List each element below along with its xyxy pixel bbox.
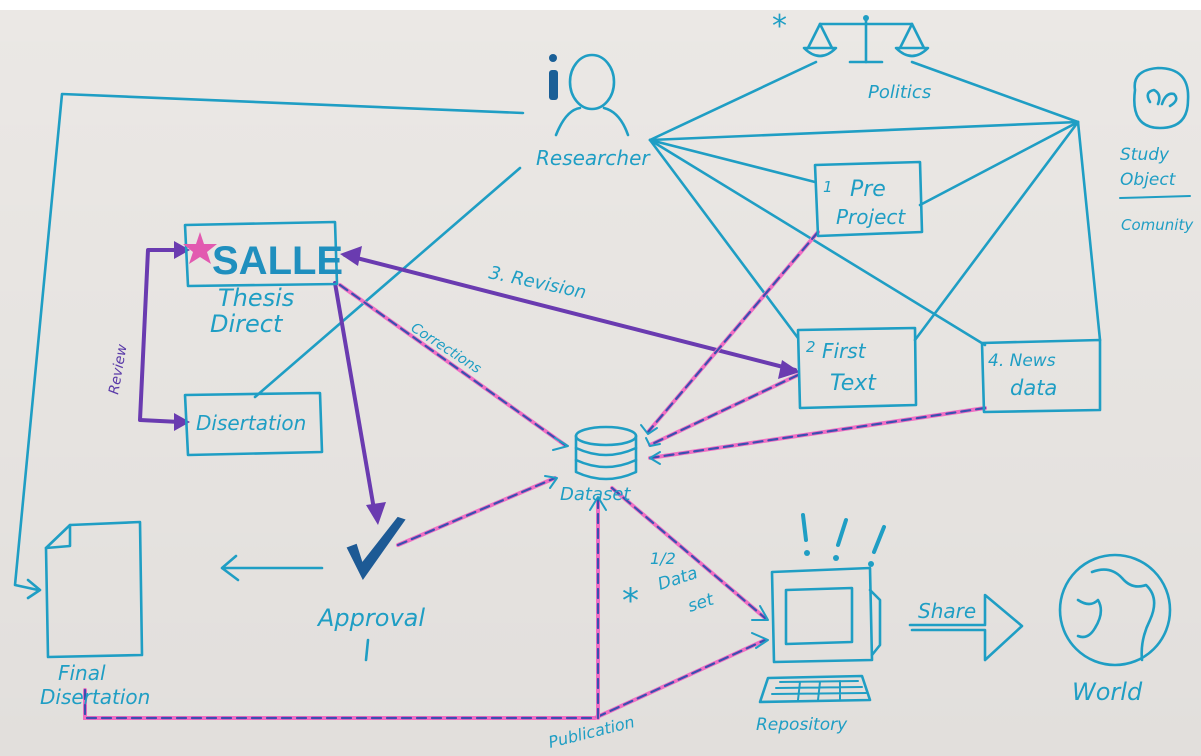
line-politics-right [910, 60, 1080, 124]
half-dataset-asterisk: * [622, 581, 639, 621]
approval-label: Approval [316, 604, 425, 632]
review-arrowhead-bottom [174, 413, 190, 431]
globe-icon [1058, 553, 1172, 667]
pre-project-box [813, 160, 924, 238]
dataset-repository-link [610, 486, 767, 620]
news-data-box [980, 338, 1102, 414]
dataset-icon [574, 425, 638, 481]
first-text-line1: First [822, 339, 867, 363]
thesis-line2: Direct [210, 310, 284, 338]
publication-dataset-arrowhead [589, 496, 607, 511]
first-text-box [796, 326, 918, 410]
review-bracket [138, 248, 187, 424]
revision-arrowhead-right [778, 360, 800, 379]
object-label: Object [1120, 170, 1177, 190]
brain-icon [1132, 66, 1190, 130]
line-researcher-preproject [648, 138, 817, 184]
salle-to-approval-arrowhead [366, 502, 386, 525]
preproject-arrowhead [640, 424, 658, 435]
newsdata-arrowhead [649, 451, 661, 465]
thesis-line1: Thesis [218, 284, 294, 312]
share-label: Share [918, 599, 976, 623]
dissertation-box [183, 391, 324, 457]
computer-icon [758, 566, 882, 704]
study-label: Study [1120, 145, 1170, 165]
preproject-dataset-link [646, 230, 820, 434]
world-label: World [1072, 678, 1143, 706]
salle-star-icon [183, 232, 217, 264]
scales-icon [802, 15, 930, 64]
salle-to-approval-line [333, 281, 377, 517]
review-arrowhead-top [174, 241, 190, 259]
dataset-label: Dataset [560, 484, 631, 505]
approval-to-final-arrow [220, 554, 324, 582]
half-dataset-line1: 1/2 [650, 549, 676, 568]
researcher-to-final-arrowhead [26, 578, 42, 600]
corrections-label: Corrections [408, 320, 484, 377]
revision-label: 3. Revision [487, 262, 588, 303]
document-icon [44, 520, 144, 659]
newsdata-dataset-link [648, 406, 987, 460]
line-researcher-firsttext [648, 138, 800, 340]
final-line2: Disertation [40, 685, 150, 709]
firsttext-arrowhead [645, 437, 661, 447]
pre-project-line1: Pre [850, 177, 886, 202]
salle-label: SALLE [212, 239, 343, 283]
researcher-label: Researcher [536, 146, 651, 170]
half-dataset-line3: set [685, 589, 717, 616]
news-data-line1: 4. News [988, 351, 1056, 371]
community-label: Comunity [1121, 216, 1194, 234]
salle-box [183, 220, 339, 288]
share-arrow [908, 593, 1024, 662]
check-icon [346, 516, 406, 580]
line-right-newsdata [1076, 120, 1102, 342]
line-researcher-right [648, 120, 1080, 142]
approval-mark [364, 638, 370, 662]
dissertation-label: Disertation [196, 411, 306, 435]
study-divider [1119, 195, 1191, 199]
repository-arrowhead-bottom [751, 632, 769, 649]
line-researcher-dissertation [253, 166, 522, 399]
revision-arrowhead-left [340, 246, 362, 266]
pre-project-number: 1 [823, 178, 833, 196]
info-icon [549, 54, 558, 100]
politics-label: Politics [868, 82, 931, 103]
repository-arrowhead-top [751, 605, 769, 621]
revision-arrow-line [343, 253, 797, 372]
final-line1: Final [58, 661, 106, 685]
publication-link [83, 638, 767, 720]
review-label: Review [106, 343, 131, 396]
line-preproject-right [918, 120, 1080, 207]
top-edge [0, 0, 1201, 10]
politics-asterisk: * [772, 9, 787, 44]
corrections-arrowhead [552, 437, 569, 451]
line-firsttext-right [913, 120, 1080, 342]
first-text-number: 2 [806, 338, 816, 356]
researcher-icon [554, 53, 630, 137]
researcher-to-final-line [13, 92, 525, 592]
pre-project-line2: Project [836, 205, 906, 229]
firsttext-dataset-link [648, 373, 800, 447]
exclamation-icon [801, 513, 886, 567]
line-researcher-politics [648, 60, 818, 142]
line-researcher-newsdata [648, 138, 987, 347]
repository-label: Repository [756, 715, 848, 735]
first-text-line2: Text [830, 371, 877, 396]
approval-dataset-link [396, 476, 557, 547]
corrections-link [338, 283, 567, 447]
news-data-line2: data [1010, 376, 1057, 400]
approval-dataset-arrowhead [544, 475, 558, 489]
